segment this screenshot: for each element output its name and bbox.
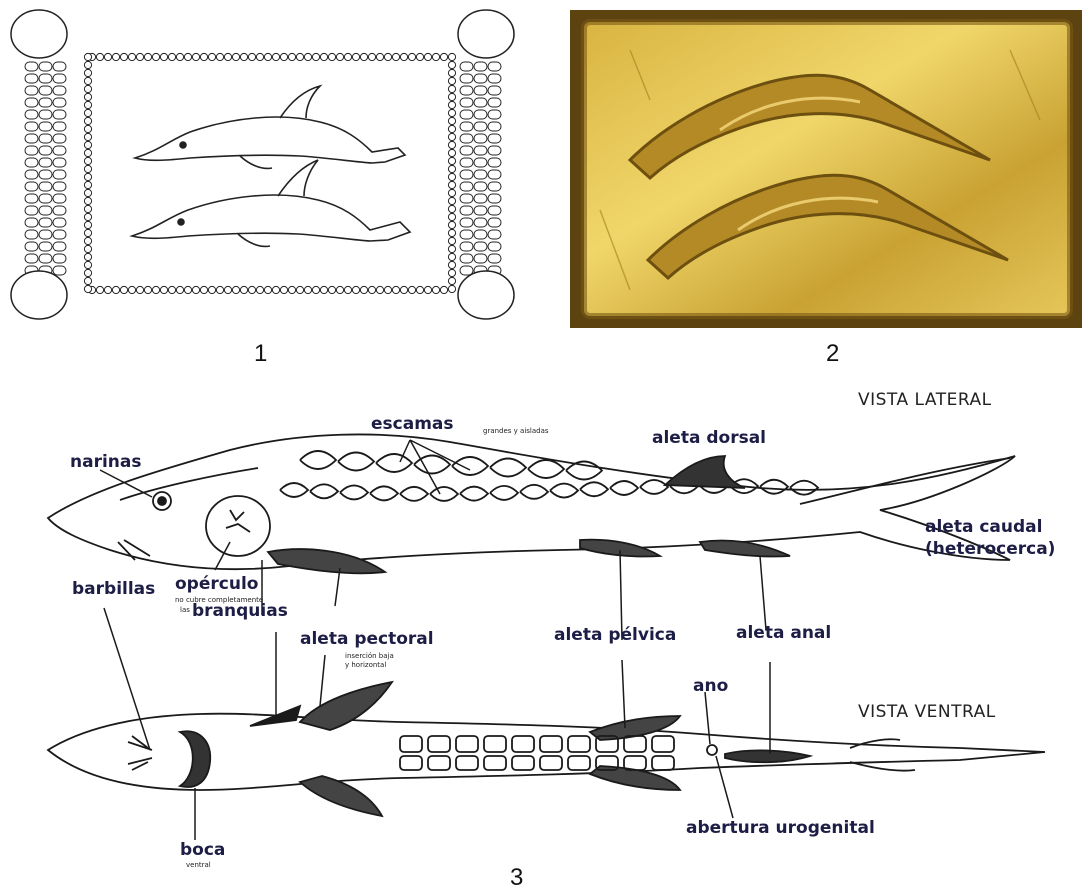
label-aleta-pectoral: aleta pectoral — [300, 629, 434, 649]
label-aleta-dorsal: aleta dorsal — [652, 428, 766, 448]
label-operculo: opérculo — [175, 574, 258, 594]
label-aleta-pectoral-sub1: inserción baja — [345, 652, 394, 661]
view-title-lateral: VISTA LATERAL — [858, 390, 992, 410]
label-ano: ano — [693, 676, 728, 696]
label-aleta-caudal: aleta caudal — [925, 517, 1042, 537]
label-boca-sub: ventral — [186, 861, 211, 870]
sturgeon-lateral-body — [48, 434, 1015, 569]
label-aleta-caudal-sub: (heterocerca) — [925, 539, 1055, 559]
label-aleta-pectoral-sub2: y horizontal — [345, 661, 386, 670]
label-abertura-urogenital: abertura urogenital — [686, 818, 875, 838]
panel-number-1: 1 — [254, 340, 267, 368]
label-escamas: escamas — [371, 414, 454, 434]
label-operculo-sub2: las — [180, 606, 190, 615]
label-narinas: narinas — [70, 452, 141, 472]
label-aleta-anal: aleta anal — [736, 623, 831, 643]
label-boca: boca — [180, 840, 225, 860]
panel-2-gold-seal-photo — [570, 10, 1082, 328]
dolphin-upper — [135, 86, 405, 168]
label-branquias: branquias — [192, 601, 288, 621]
panel-3-sturgeon-diagram — [0, 370, 1083, 890]
panel-number-3: 3 — [510, 864, 523, 892]
label-barbillas: barbillas — [72, 579, 155, 599]
dolphin-lower — [132, 160, 410, 246]
label-escamas-sub: grandes y aisladas — [483, 427, 549, 436]
panel-1-seal-drawing — [0, 0, 540, 300]
view-title-ventral: VISTA VENTRAL — [858, 702, 996, 722]
label-aleta-pelvica: aleta pélvica — [554, 625, 676, 645]
panel-number-2: 2 — [826, 340, 839, 368]
